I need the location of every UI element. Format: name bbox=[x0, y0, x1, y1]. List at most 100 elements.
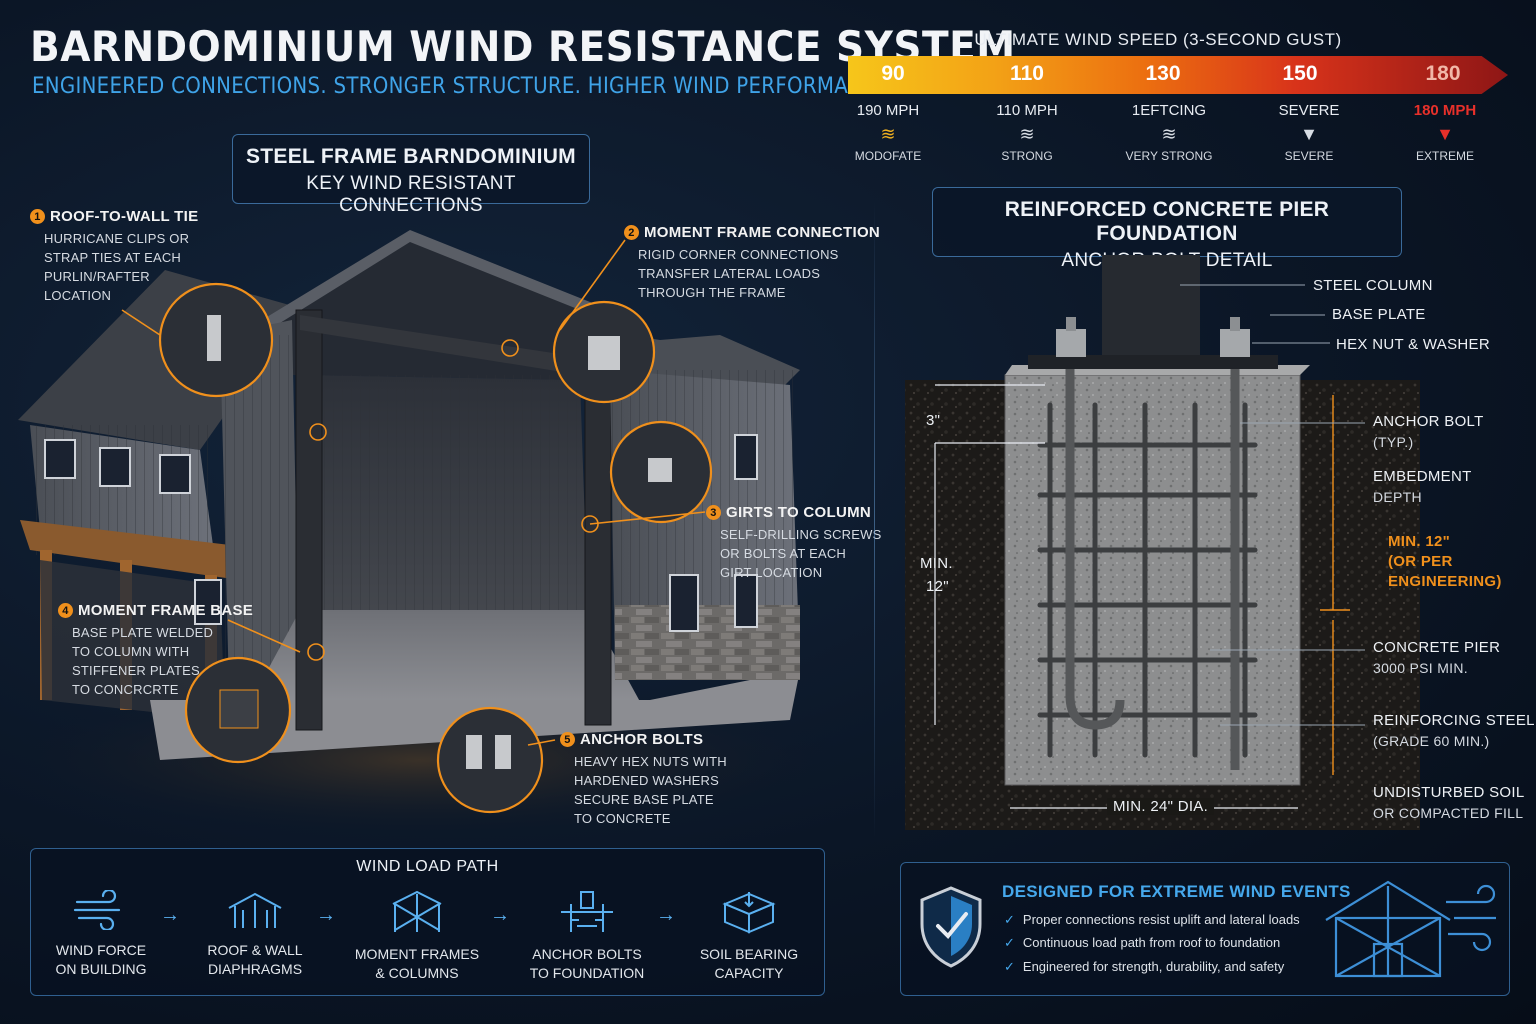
wind-category-1: MODOFATE bbox=[854, 149, 922, 163]
designed-item-3-text: Engineered for strength, durability, and… bbox=[1022, 959, 1285, 974]
callout-4-desc-2: TO COLUMN WITH bbox=[72, 644, 190, 659]
callout-4-desc-4: TO CONCRCRTE bbox=[72, 682, 179, 697]
dim-min-12-b: 12" bbox=[926, 578, 949, 595]
main-roof-edge bbox=[262, 230, 610, 328]
foundation-heading-line1: REINFORCED CONCRETE PIER FOUNDATION bbox=[1004, 198, 1330, 245]
wind-category-3: VERY STRONG bbox=[1125, 149, 1213, 163]
anchor-bolt-left bbox=[1065, 355, 1125, 730]
tornado-icon-severe: ▼ bbox=[1300, 124, 1318, 144]
label-hex-nut: HEX NUT & WASHER bbox=[1336, 336, 1490, 353]
load-path-arrow-2: → bbox=[316, 904, 336, 926]
callout-2-desc-1: RIGID CORNER CONNECTIONS bbox=[638, 247, 839, 262]
label-reinforcing-title: REINFORCING STEEL bbox=[1373, 712, 1535, 729]
dim-min-12-a: MIN. bbox=[920, 555, 953, 572]
anchor-icon bbox=[561, 891, 613, 932]
designed-item-1: ✓Proper connections resist uplift and la… bbox=[1004, 912, 1300, 928]
label-embedment-sub: DEPTH bbox=[1373, 489, 1422, 505]
callout-1-number: 1 bbox=[30, 209, 45, 224]
load-path-arrow-1: → bbox=[160, 904, 180, 926]
barndominium-illustration bbox=[0, 230, 850, 840]
load-path-arrow-3: → bbox=[490, 904, 510, 926]
callout-2-number: 2 bbox=[624, 225, 639, 240]
designed-item-3: ✓ Engineered for strength, durability, an… bbox=[1004, 959, 1284, 975]
callout-5-desc-1: HEAVY HEX NUTS WITH bbox=[574, 754, 727, 769]
label-soil: UNDISTURBED SOIL OR COMPACTED FILL bbox=[1373, 784, 1525, 821]
callout-1-desc-3: PURLIN/RAFTER bbox=[44, 269, 150, 284]
wind-label-4: SEVERE bbox=[1278, 102, 1340, 119]
wind-label-1: 190 MPH bbox=[856, 102, 920, 119]
label-steel-column: STEEL COLUMN bbox=[1313, 277, 1433, 294]
steel-column bbox=[1102, 255, 1200, 363]
dim-3-inch: 3" bbox=[926, 412, 941, 429]
callout-1: 1 ROOF-TO-WALL TIE HURRICANE CLIPS OR STR… bbox=[30, 208, 198, 305]
callout-1-desc-1: HURRICANE CLIPS OR bbox=[44, 231, 190, 246]
soil-icon bbox=[722, 892, 776, 934]
callout-3-title: GIRTS TO COLUMN bbox=[726, 504, 872, 521]
wind-label-3: 1EFTCING bbox=[1131, 102, 1207, 119]
callout-5-desc-4: TO CONCRETE bbox=[574, 811, 671, 826]
label-min-embedment-1: MIN. 12" bbox=[1388, 533, 1451, 550]
callout-4-desc-3: STIFFENER PLATES bbox=[72, 663, 200, 678]
load-path-2-line2: DIAPHRAGMS bbox=[207, 961, 303, 977]
label-concrete-pier: CONCRETE PIER 3000 PSI MIN. bbox=[1373, 639, 1500, 676]
callout-1-desc-4: LOCATION bbox=[44, 288, 112, 303]
frame-heading-line1: STEEL FRAME BARNDOMINIUM bbox=[246, 145, 576, 168]
frame-heading-box: STEEL FRAME BARNDOMINIUM KEY WIND RESIST… bbox=[232, 134, 590, 216]
load-path-arrow-4: → bbox=[656, 904, 676, 926]
callout-5-desc-3: SECURE BASE PLATE bbox=[574, 792, 714, 807]
label-base-plate: BASE PLATE bbox=[1332, 306, 1426, 323]
label-min-embedment: MIN. 12" (OR PER ENGINEERING) bbox=[1388, 532, 1502, 592]
label-min-embedment-3: ENGINEERING) bbox=[1388, 573, 1502, 590]
label-concrete-pier-title: CONCRETE PIER bbox=[1373, 639, 1501, 656]
load-path-5-line1: SOIL BEARING bbox=[699, 946, 799, 962]
porch-roof bbox=[20, 520, 240, 580]
callout-2-title: MOMENT FRAME CONNECTION bbox=[644, 224, 881, 241]
load-path-item-3: MOMENT FRAMES& COLUMNS bbox=[352, 890, 482, 983]
steel-column-left bbox=[295, 309, 323, 731]
wind-icon bbox=[73, 888, 121, 932]
detail-circle-5 bbox=[436, 706, 544, 814]
callout-2: 2 MOMENT FRAME CONNECTION RIGID CORNER CO… bbox=[624, 224, 880, 302]
wind-category-4: SEVERE bbox=[1284, 149, 1334, 163]
wind-value-1: 90 bbox=[881, 62, 905, 85]
label-anchor-bolt-title: ANCHOR BOLT bbox=[1373, 413, 1484, 430]
designed-item-2: ✓Continuous load path from roof to found… bbox=[1004, 935, 1280, 951]
callout-3-desc-3: GIRT LOCATION bbox=[720, 565, 823, 580]
stone-wainscot bbox=[615, 605, 800, 680]
label-embedment: EMBEDMENT DEPTH bbox=[1373, 468, 1472, 505]
callout-3-number: 3 bbox=[706, 505, 721, 520]
check-icon: ✓ bbox=[1004, 959, 1015, 974]
label-embedment-title: EMBEDMENT bbox=[1373, 468, 1472, 485]
callout-1-title: ROOF-TO-WALL TIE bbox=[50, 208, 199, 225]
page-subtitle: ENGINEERED CONNECTIONS. STRONGER STRUCTU… bbox=[32, 74, 897, 99]
wind-scale-title: ULTIMATE WIND SPEED (3-SECOND GUST) bbox=[974, 30, 1342, 49]
label-soil-sub: OR COMPACTED FILL bbox=[1373, 805, 1524, 821]
roof-icon bbox=[228, 892, 282, 928]
foundation-heading-box: REINFORCED CONCRETE PIER FOUNDATION ANCH… bbox=[932, 187, 1402, 271]
tornado-icon-extreme: ▼ bbox=[1436, 124, 1454, 144]
designed-title: DESIGNED FOR EXTREME WIND EVENTS bbox=[1002, 882, 1351, 901]
label-reinforcing: REINFORCING STEEL (GRADE 60 MIN.) bbox=[1373, 712, 1535, 749]
callout-1-desc-2: STRAP TIES AT EACH bbox=[44, 250, 182, 265]
callout-3-desc-2: OR BOLTS AT EACH bbox=[720, 546, 847, 561]
hex-nut-left bbox=[1056, 329, 1086, 357]
wind-value-3: 130 bbox=[1145, 62, 1181, 85]
wind-scale-bar bbox=[848, 56, 1508, 94]
callout-4-number: 4 bbox=[58, 603, 73, 618]
label-anchor-bolt: ANCHOR BOLT (TYP.) bbox=[1373, 413, 1484, 450]
dim-diameter: MIN. 24" DIA. bbox=[1107, 798, 1215, 815]
label-reinforcing-sub: (GRADE 60 MIN.) bbox=[1373, 733, 1490, 749]
shield-icon bbox=[920, 886, 982, 968]
label-soil-title: UNDISTURBED SOIL bbox=[1373, 784, 1525, 801]
wind-label-5: 180 MPH bbox=[1413, 102, 1477, 119]
designed-item-2-text: Continuous load path from roof to founda… bbox=[1022, 935, 1281, 950]
callout-3-desc-1: SELF-DRILLING SCREWS bbox=[720, 527, 882, 542]
callout-4-title: MOMENT FRAME BASE bbox=[78, 602, 254, 619]
frame-icon bbox=[392, 890, 442, 932]
frame-heading-line2: KEY WIND RESISTANT CONNECTIONS bbox=[306, 173, 516, 216]
load-path-3-line1: MOMENT FRAMES bbox=[354, 946, 480, 962]
